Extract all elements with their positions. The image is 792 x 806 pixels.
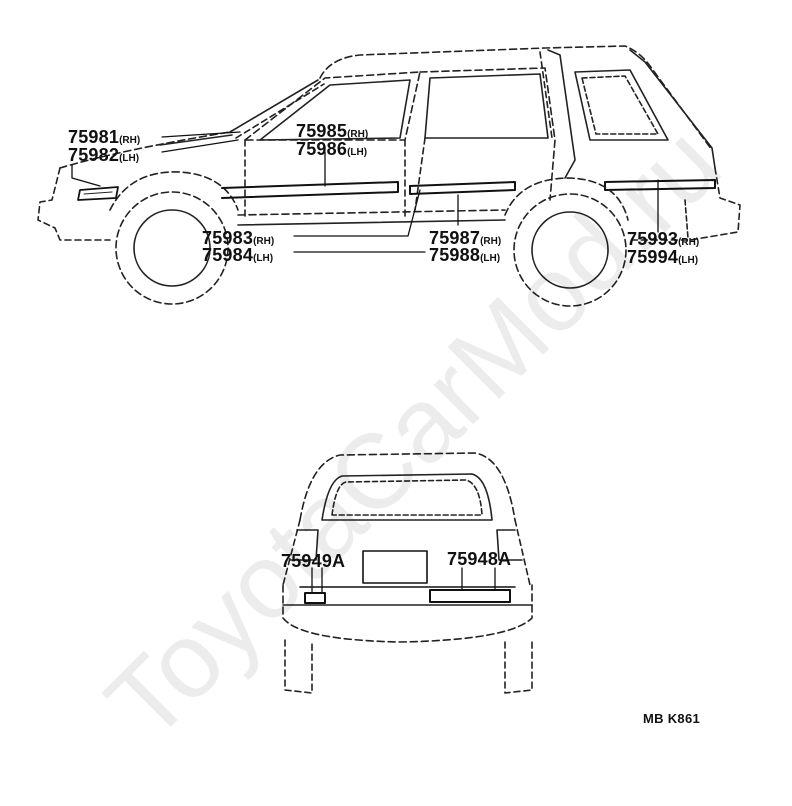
callout-75948A[interactable]: 75948A: [447, 550, 511, 572]
callout-75986[interactable]: 75986(LH): [296, 140, 367, 162]
callout-75994[interactable]: 75994(LH): [627, 248, 698, 270]
callout-number: 75981: [68, 127, 120, 147]
callout-side: (RH): [253, 236, 275, 247]
callout-number: 75948A: [447, 549, 512, 569]
callout-side: (RH): [119, 135, 141, 146]
callout-number: 75986: [296, 139, 348, 159]
callout-75983[interactable]: 75983(RH): [202, 229, 274, 251]
callout-side: (LH): [678, 255, 699, 266]
rear-view-vehicle: [282, 452, 533, 694]
callout-number: 75984: [202, 245, 254, 265]
callout-number: 75983: [202, 228, 254, 248]
callout-75981[interactable]: 75981(RH): [68, 128, 140, 150]
callout-number: 75985: [296, 121, 348, 141]
callout-number: 75949A: [281, 551, 346, 571]
callout-75984[interactable]: 75984(LH): [202, 246, 273, 268]
diagram-code: MB K861: [643, 711, 701, 726]
callout-number: 75993: [627, 229, 679, 249]
callout-75985[interactable]: 75985(RH): [296, 122, 368, 144]
leader-lines-side: [71, 131, 659, 253]
side-view-vehicle: [37, 45, 741, 307]
leader-lines-rear: [311, 567, 496, 593]
callout-75993[interactable]: 75993(RH): [627, 230, 699, 252]
callout-side: (LH): [253, 253, 274, 264]
callout-75949A[interactable]: 75949A: [281, 552, 345, 574]
callout-side: (RH): [678, 237, 700, 248]
callout-side: (LH): [347, 147, 368, 158]
callout-side: (RH): [480, 236, 502, 247]
callout-number: 75994: [627, 247, 679, 267]
callout-side: (RH): [347, 129, 369, 140]
callout-75987[interactable]: 75987(RH): [429, 229, 501, 251]
callout-side: (LH): [119, 153, 140, 164]
callout-75988[interactable]: 75988(LH): [429, 246, 500, 268]
callout-75982[interactable]: 75982(LH): [68, 146, 139, 168]
callout-number: 75982: [68, 145, 120, 165]
callout-number: 75987: [429, 228, 481, 248]
callout-side: (LH): [480, 253, 501, 264]
callout-number: 75988: [429, 245, 481, 265]
